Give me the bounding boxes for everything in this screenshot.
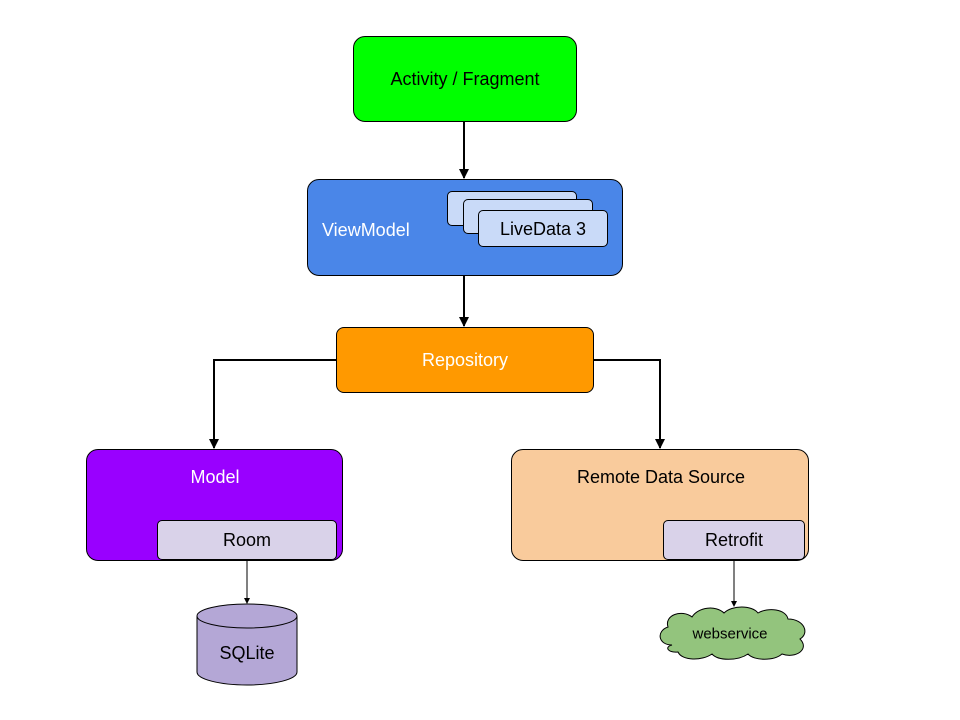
- viewmodel-node: ViewModel LiveData 3: [307, 179, 623, 276]
- retrofit-box: Retrofit: [663, 520, 805, 560]
- model-label: Model: [190, 467, 240, 487]
- remote-data-source-label: Remote Data Source: [576, 467, 746, 487]
- repository-node: Repository: [336, 327, 594, 393]
- viewmodel-label: ViewModel: [322, 220, 410, 240]
- activity-fragment-node: Activity / Fragment: [353, 36, 577, 122]
- edge-repository-remote: [594, 359, 665, 449]
- livedata-card-front: LiveData 3: [478, 210, 608, 247]
- remote-data-source-node: Remote Data Source Retrofit: [511, 449, 809, 561]
- sqlite-label: SQLite: [219, 643, 275, 663]
- sqlite-cylinder: [196, 603, 298, 686]
- webservice-label: webservice: [692, 625, 768, 643]
- edge-repository-model: [209, 359, 336, 449]
- activity-fragment-label: Activity / Fragment: [390, 69, 540, 89]
- model-node: Model Room: [86, 449, 343, 561]
- retrofit-label: Retrofit: [704, 530, 764, 550]
- livedata-label: LiveData 3: [499, 218, 587, 239]
- room-box: Room: [157, 520, 337, 560]
- room-label: Room: [222, 530, 271, 550]
- repository-label: Repository: [421, 350, 509, 370]
- webservice-cloud: [659, 606, 806, 660]
